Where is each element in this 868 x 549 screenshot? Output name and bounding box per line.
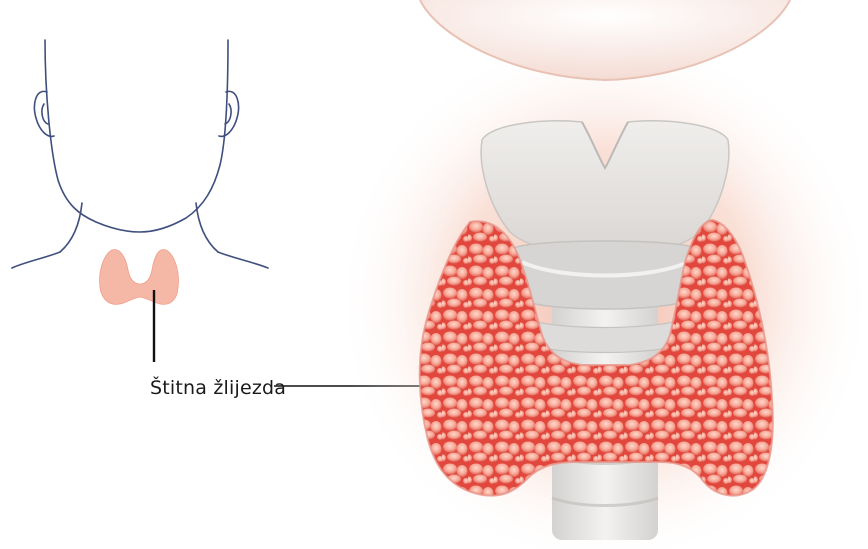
- thyroid-gland-label: Štitna žlijezda: [150, 376, 286, 400]
- head-silhouette-icon: [12, 40, 268, 268]
- thyroid-small-icon: [100, 250, 179, 305]
- thyroid-anatomy-illustration: [335, 0, 868, 549]
